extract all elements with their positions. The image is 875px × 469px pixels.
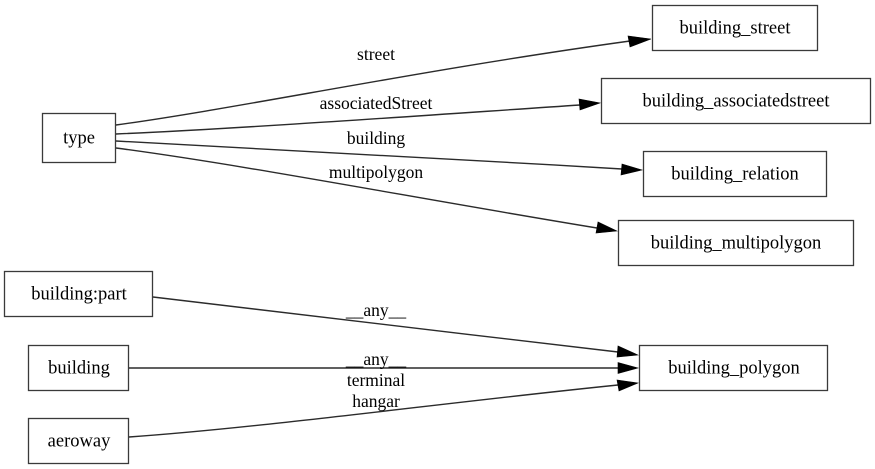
edge-label: __any__ — [345, 300, 407, 320]
arrow-head-icon — [620, 163, 644, 176]
edge-label: terminal — [347, 370, 405, 390]
edge-line — [115, 104, 581, 135]
node-building-associatedstreet[interactable]: building_associatedstreet — [600, 77, 872, 125]
node-box[interactable] — [41, 112, 117, 164]
node-label: aeroway — [48, 431, 111, 451]
arrow-head-icon — [617, 362, 640, 374]
node-label: building_relation — [671, 164, 798, 184]
edge-label: __any__ — [345, 349, 407, 369]
arrow-head-icon — [616, 345, 640, 358]
node-box[interactable] — [638, 344, 829, 392]
edge-label: multipolygon — [329, 162, 424, 182]
edge-line — [128, 384, 619, 438]
node-label: building_multipolygon — [651, 233, 822, 253]
node-label: building:part — [31, 284, 127, 304]
edge-building-to-building-polygon[interactable]: __any__ — [129, 349, 640, 374]
arrow-head-icon — [627, 35, 652, 48]
node-building-polygon[interactable]: building_polygon — [638, 344, 829, 392]
node-building-relation[interactable]: building_relation — [642, 150, 828, 198]
arrow-head-icon — [578, 98, 602, 111]
node-label: building_associatedstreet — [642, 91, 830, 111]
edge-label: building — [347, 128, 406, 148]
edge-line — [115, 40, 631, 126]
arrow-head-icon — [616, 379, 640, 392]
node-box[interactable] — [27, 417, 130, 465]
edge-type-to-building-multipolygon[interactable]: multipolygon — [115, 147, 619, 234]
edge-type-to-building-associatedstreet[interactable]: associatedStreet — [115, 93, 602, 135]
edge-aeroway-to-building-polygon[interactable]: terminal hangar — [128, 370, 640, 438]
node-box[interactable] — [600, 77, 872, 125]
node-box[interactable] — [27, 344, 130, 392]
edge-label: street — [357, 44, 395, 64]
edge-type-to-building-street[interactable]: street — [115, 35, 652, 126]
arrow-head-icon — [595, 221, 619, 234]
node-label: type — [63, 128, 95, 148]
node-building-street[interactable]: building_street — [651, 4, 819, 52]
node-type[interactable]: type — [41, 112, 117, 164]
node-building-multipolygon[interactable]: building_multipolygon — [617, 219, 855, 267]
node-box[interactable] — [617, 219, 855, 267]
node-label: building_street — [680, 18, 792, 38]
node-label: building — [48, 358, 110, 378]
node-box[interactable] — [651, 4, 819, 52]
node-building[interactable]: building — [27, 344, 130, 392]
node-label: building_polygon — [668, 358, 800, 378]
edge-building-part-to-building-polygon[interactable]: __any__ — [152, 296, 640, 358]
node-building-part[interactable]: building:part — [3, 270, 154, 318]
node-box[interactable] — [642, 150, 828, 198]
node-aeroway[interactable]: aeroway — [27, 417, 130, 465]
edge-line — [115, 147, 598, 229]
edge-line — [152, 296, 619, 353]
edge-label: associatedStreet — [320, 93, 433, 113]
edge-label-secondary: hangar — [352, 391, 400, 411]
node-box[interactable] — [3, 270, 154, 318]
